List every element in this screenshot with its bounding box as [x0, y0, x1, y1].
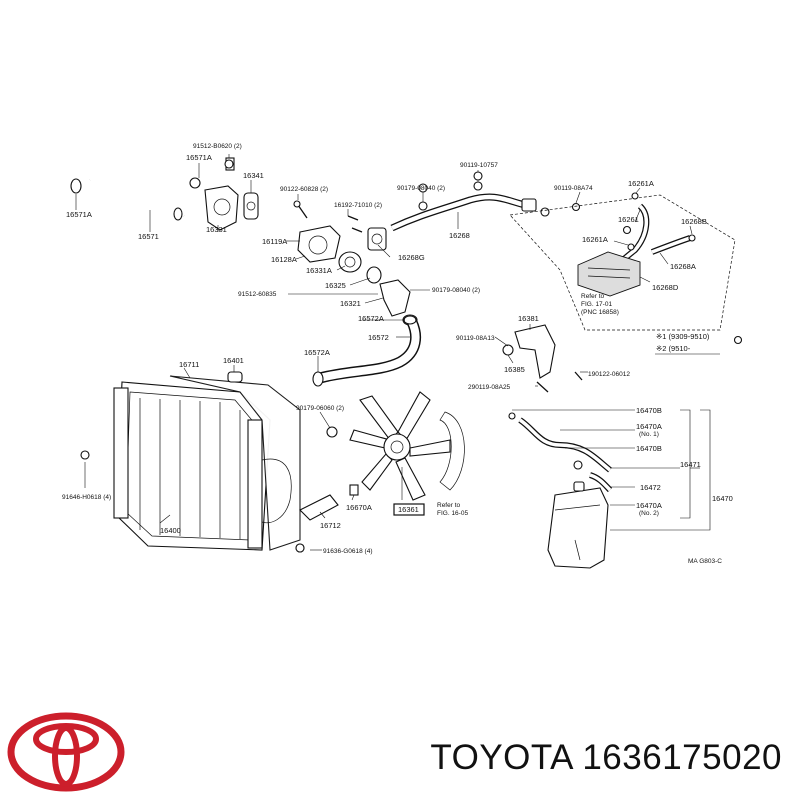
- thermostat-assembly: [297, 225, 387, 284]
- cooling-fan-16361: [349, 391, 465, 501]
- label-16325: 16325: [325, 281, 346, 290]
- label-16268G: 16268G: [398, 253, 425, 262]
- label-290119-08A25: 290119-08A25: [468, 384, 511, 391]
- label-16470B-a: 16470B: [636, 406, 662, 415]
- legend-2: ※2 (9510-: [656, 344, 691, 353]
- label-91646-h0618: 91646-H0618 (4): [62, 494, 111, 501]
- lower-radiator-hose-16572: [312, 315, 422, 387]
- radiator-cooling-system-diagram: 16571A 16571 16571A 91512-B0620 (2) 1633…: [62, 143, 743, 569]
- ref-17-01-line2: FIG. 17-01: [581, 301, 612, 308]
- label-16261A-a: 16261A: [628, 179, 654, 188]
- bypass-pipe-16268: [390, 181, 581, 232]
- part-number: 1636175020: [582, 738, 782, 777]
- label-90119-10757: 90119-10757: [460, 162, 498, 169]
- label-16470A-b: 16470A: [636, 501, 662, 510]
- bracket-16381: [502, 324, 583, 393]
- label-16321: 16321: [340, 299, 361, 308]
- label-16261: 16261: [618, 215, 639, 224]
- label-16472: 16472: [640, 483, 661, 492]
- label-16572: 16572: [368, 333, 389, 342]
- fan-shroud-16711: [169, 371, 301, 551]
- label-16711: 16711: [179, 360, 199, 369]
- bolt-markers: [80, 159, 743, 553]
- label-16268B: 16268B: [681, 217, 707, 226]
- label-16572A-b: 16572A: [304, 348, 330, 357]
- brand-name: TOYOTA: [430, 738, 573, 777]
- diagram-code: MA G803-C: [688, 558, 722, 565]
- toyota-logo: [7, 712, 125, 792]
- label-16401: 16401: [223, 356, 244, 365]
- ref-17-01-line3: (PNC 16858): [581, 309, 619, 316]
- label-90179-08040-b: 90179-08040 (2): [397, 185, 445, 192]
- label-16572A-a: 16572A: [358, 314, 384, 323]
- label-16400: 16400: [160, 526, 181, 535]
- ref-16-05-line2: FIG. 16-05: [437, 510, 468, 517]
- label-91512-b0620: 91512-B0620 (2): [193, 143, 242, 150]
- label-16261A-b: 16261A: [582, 235, 608, 244]
- label-90179-06060: 90179-06060 (2): [296, 405, 344, 412]
- label-16192-71010: 16192-71010 (2): [334, 202, 382, 209]
- label-16119A: 16119A: [262, 237, 287, 246]
- label-16470A-a-sub: (No. 1): [639, 431, 659, 438]
- label-190122-06012: 190122-06012: [588, 371, 630, 378]
- dashed-region-16261: [509, 192, 736, 331]
- brand-part-number: TOYOTA 1636175020: [430, 738, 782, 778]
- label-16571A-b: 16571A: [186, 153, 212, 162]
- label-16712: 16712: [320, 521, 341, 530]
- label-16470A-b-sub: (No. 2): [639, 510, 659, 517]
- label-16268D: 16268D: [652, 283, 679, 292]
- label-16470A-a: 16470A: [636, 422, 662, 431]
- label-90119-08A13: 90119-08A13: [456, 335, 495, 342]
- label-16670A: 16670A: [346, 503, 372, 512]
- water-outlet-16331: [189, 157, 259, 231]
- label-90119-08A74: 90119-08A74: [554, 185, 593, 192]
- upper-radiator-hose-16571: [70, 156, 187, 221]
- label-16571A: 16571A: [66, 210, 92, 219]
- shroud-brackets: [295, 426, 359, 553]
- label-16128A: 16128A: [271, 255, 297, 264]
- label-16471: 16471: [680, 460, 701, 469]
- label-16470B-b: 16470B: [636, 444, 662, 453]
- radiator-16400: [113, 381, 271, 551]
- label-16381: 16381: [518, 314, 539, 323]
- part-labels: 16571A 16571 16571A 91512-B0620 (2) 1633…: [62, 143, 733, 565]
- label-16341: 16341: [243, 171, 264, 180]
- label-16268: 16268: [449, 231, 470, 240]
- reserve-tank-16470: [508, 412, 613, 569]
- ref-17-01-line1: Refer to: [581, 293, 605, 300]
- label-16331: 16331: [206, 225, 227, 234]
- label-16331A: 16331A: [306, 266, 332, 275]
- bolts-90122: [293, 200, 363, 233]
- label-91636-g0618: 91636-G0618 (4): [323, 548, 373, 555]
- label-91512-60835: 91512-60835: [238, 291, 277, 298]
- label-16571: 16571: [138, 232, 159, 241]
- label-90122-60828: 90122-60828 (2): [280, 186, 328, 193]
- label-16385: 16385: [504, 365, 525, 374]
- legend-1: ※1 (9309-9510): [656, 332, 710, 341]
- label-90179-08040-a: 90179-08040 (2): [432, 287, 480, 294]
- label-16361: 16361: [398, 505, 419, 514]
- label-16268A: 16268A: [670, 262, 696, 271]
- leader-lines: [75, 154, 711, 551]
- ref-16-05-line1: Refer to: [437, 502, 461, 509]
- label-16470: 16470: [712, 494, 733, 503]
